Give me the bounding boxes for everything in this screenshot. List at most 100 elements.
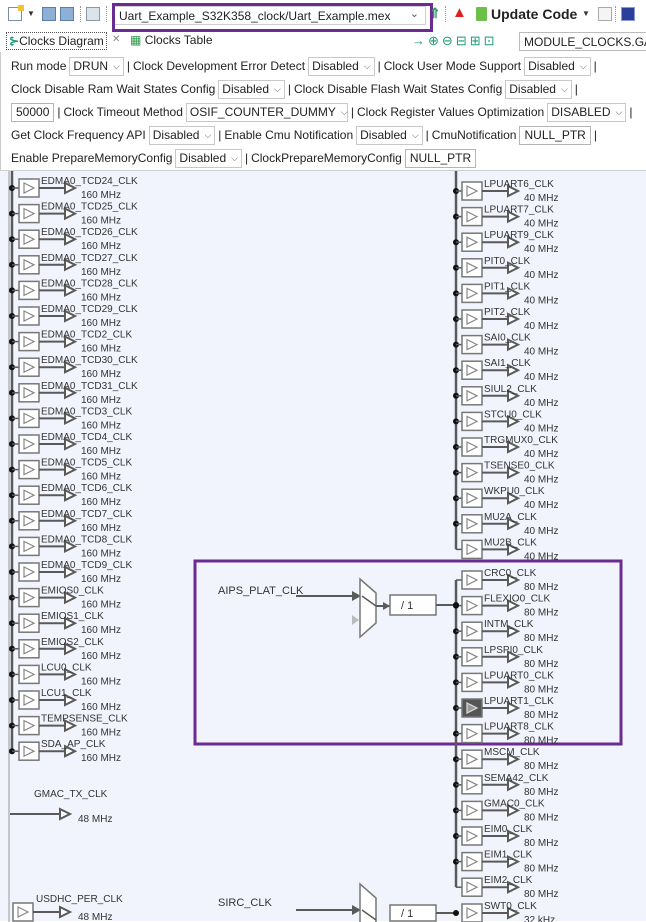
module-search-field[interactable]: MODULE_CLOCKS.GATE xyxy=(519,32,646,51)
clk-prep-mem-input[interactable]: NULL_PTR xyxy=(404,148,477,168)
clock-gate-lpuart6-clk[interactable] xyxy=(461,181,483,201)
clock-name-crc0-clk: CRC0_CLK xyxy=(484,568,537,579)
clock-gate-lpspi0-clk[interactable] xyxy=(461,647,483,667)
user-mode-support-select[interactable]: Disabled⌵ xyxy=(524,56,591,76)
clock-gate-edma0-tcd4-clk[interactable] xyxy=(18,434,40,454)
timeout-method-select[interactable]: OSIF_COUNTER_DUMMY⌵ xyxy=(185,102,348,122)
clock-gate-intm-clk[interactable] xyxy=(461,621,483,641)
clock-gate-edma0-tcd2-clk[interactable] xyxy=(18,331,40,352)
save-all-icon[interactable] xyxy=(60,7,74,21)
dropdown-icon[interactable]: ▼ xyxy=(582,9,590,18)
tab-clocks-table[interactable]: ▦ Clocks Table xyxy=(130,32,213,50)
clock-gate-gmac0-clk[interactable] xyxy=(461,800,483,821)
prep-mem-select[interactable]: Disabled⌵ xyxy=(175,148,242,168)
clock-gate-pit0-clk[interactable] xyxy=(461,258,483,278)
clock-gate-lpuart9-clk[interactable] xyxy=(461,232,483,252)
clock-name-swt0-clk: SWT0_CLK xyxy=(484,901,537,912)
clock-gate-sda-ap-clk[interactable] xyxy=(18,741,40,761)
clock-gate-emios1-clk[interactable] xyxy=(18,613,40,633)
clock-gate-stcu0-clk[interactable] xyxy=(461,411,483,432)
clock-gate-edma0-tcd28-clk[interactable] xyxy=(18,280,40,301)
clock-gate-swt0-clk[interactable] xyxy=(461,903,483,922)
clock-gate-lpuart8-clk[interactable] xyxy=(461,723,483,744)
clock-freq-mu2a-clk: 40 MHz xyxy=(524,526,558,537)
save-icon[interactable] xyxy=(42,7,56,21)
close-icon[interactable]: ✕ xyxy=(112,34,121,45)
clock-gate-edma0-tcd24-clk[interactable] xyxy=(18,178,40,198)
clock-name-edma0-tcd29-clk: EDMA0_TCD29_CLK xyxy=(41,304,138,315)
clock-gate-edma0-tcd26-clk[interactable] xyxy=(18,229,40,249)
clock-gate-siul2-clk[interactable] xyxy=(461,386,483,406)
clock-gate-lcu0-clk[interactable] xyxy=(18,664,40,685)
flash-wait-select[interactable]: Disabled⌵ xyxy=(505,79,572,99)
clock-gate-edma0-tcd5-clk[interactable] xyxy=(18,459,40,480)
clock-gate-mu2b-clk[interactable] xyxy=(461,539,483,560)
config-row-3: 50000 | Clock Timeout Method OSIF_COUNTE… xyxy=(11,101,636,123)
zoom-in-icon[interactable]: ⊕ xyxy=(428,33,442,48)
warning-icon[interactable]: ▲ xyxy=(452,4,467,21)
clock-gate-edma0-tcd27-clk[interactable] xyxy=(18,255,40,275)
output-arrow-icon xyxy=(64,206,78,221)
clock-gate-emios2-clk[interactable] xyxy=(18,639,40,659)
clock-gate-edma0-tcd8-clk[interactable] xyxy=(18,536,40,557)
build-icon[interactable] xyxy=(86,7,100,21)
arrow-right-icon[interactable]: → xyxy=(412,33,428,48)
reg-opt-select[interactable]: DISABLED⌵ xyxy=(547,102,627,122)
output-arrow-icon xyxy=(507,312,521,326)
clock-gate-eim0-clk[interactable] xyxy=(461,826,483,846)
clock-gate-pit1-clk[interactable] xyxy=(461,283,483,304)
clock-gate-edma0-tcd29-clk[interactable] xyxy=(18,306,40,326)
clock-gate-edma0-tcd25-clk[interactable] xyxy=(18,203,40,224)
chip-icon[interactable] xyxy=(621,7,635,21)
clock-gate-lpuart0-clk[interactable] xyxy=(461,672,483,693)
clock-gate-sai0-clk[interactable] xyxy=(461,334,483,355)
ram-wait-value: Disabled xyxy=(222,82,269,96)
clock-gate-edma0-tcd9-clk[interactable] xyxy=(18,562,40,582)
clock-gate-sema42-clk[interactable] xyxy=(461,775,483,795)
fit-page-icon[interactable]: ⊡ xyxy=(483,33,498,48)
update-code-button[interactable]: Update Code xyxy=(476,6,577,22)
clock-mux-aips[interactable] xyxy=(359,577,377,639)
clock-gate-lcu1-clk[interactable] xyxy=(18,690,40,710)
output-arrow-icon xyxy=(507,491,521,505)
doc-icon[interactable] xyxy=(598,7,612,21)
zoom-out-icon[interactable]: ⊖ xyxy=(441,33,456,48)
clock-gate-edma0-tcd3-clk[interactable] xyxy=(18,408,40,429)
clock-gate-sai1-clk[interactable] xyxy=(461,360,483,380)
new-icon[interactable] xyxy=(8,5,24,21)
cmu-notif-input[interactable]: NULL_PTR xyxy=(519,125,591,145)
clock-gate-pit2-clk[interactable] xyxy=(461,309,483,329)
tab-clocks-diagram[interactable]: ⊱Clocks Diagram xyxy=(6,32,107,50)
clock-gate-usdhc-per-clk[interactable] xyxy=(12,902,34,922)
clock-mux-sirc[interactable] xyxy=(359,882,377,922)
clock-gate-emios0-clk[interactable] xyxy=(18,587,40,608)
fit-width-icon[interactable]: ⊟ xyxy=(455,33,470,48)
run-mode-select[interactable]: DRUN⌵ xyxy=(69,56,124,76)
clock-gate-mscm-clk[interactable] xyxy=(461,749,483,769)
ram-wait-select[interactable]: Disabled⌵ xyxy=(218,79,285,99)
clock-gate-tsense0-clk[interactable] xyxy=(461,462,483,483)
clock-gate-crc0-clk[interactable] xyxy=(461,570,483,590)
get-freq-select[interactable]: Disabled⌵ xyxy=(148,125,216,145)
dropdown-icon[interactable]: ▼ xyxy=(27,9,35,18)
clock-gate-wkpu0-clk[interactable] xyxy=(461,488,483,508)
clock-gate-edma0-tcd30-clk[interactable] xyxy=(18,357,40,377)
clock-gate-trgmux0-clk[interactable] xyxy=(461,437,483,457)
clock-gate-edma0-tcd6-clk[interactable] xyxy=(18,485,40,505)
dev-error-detect-select[interactable]: Disabled⌵ xyxy=(308,56,375,76)
clock-gate-mu2a-clk[interactable] xyxy=(461,514,483,534)
fit-height-icon[interactable]: ⊞ xyxy=(469,33,484,48)
clock-gate-edma0-tcd31-clk[interactable] xyxy=(18,383,40,403)
config-file-select[interactable]: Uart_Example_S32K358_clock/Uart_Example.… xyxy=(114,6,426,25)
clock-gate-lpuart7-clk[interactable] xyxy=(461,206,483,227)
mux-path xyxy=(361,595,377,607)
clock-gate-tempsense-clk[interactable] xyxy=(18,715,40,736)
clock-gate-edma0-tcd7-clk[interactable] xyxy=(18,511,40,531)
cmu-notif-enable-select[interactable]: Disabled⌵ xyxy=(356,125,423,145)
loops-input[interactable]: 50000 xyxy=(11,102,55,122)
clock-gate-flexio0-clk[interactable] xyxy=(461,595,483,616)
home-icon[interactable]: ⇑ xyxy=(429,5,441,21)
clock-gate-eim1-clk[interactable] xyxy=(461,851,483,872)
clock-gate-eim2-clk[interactable] xyxy=(461,877,483,897)
